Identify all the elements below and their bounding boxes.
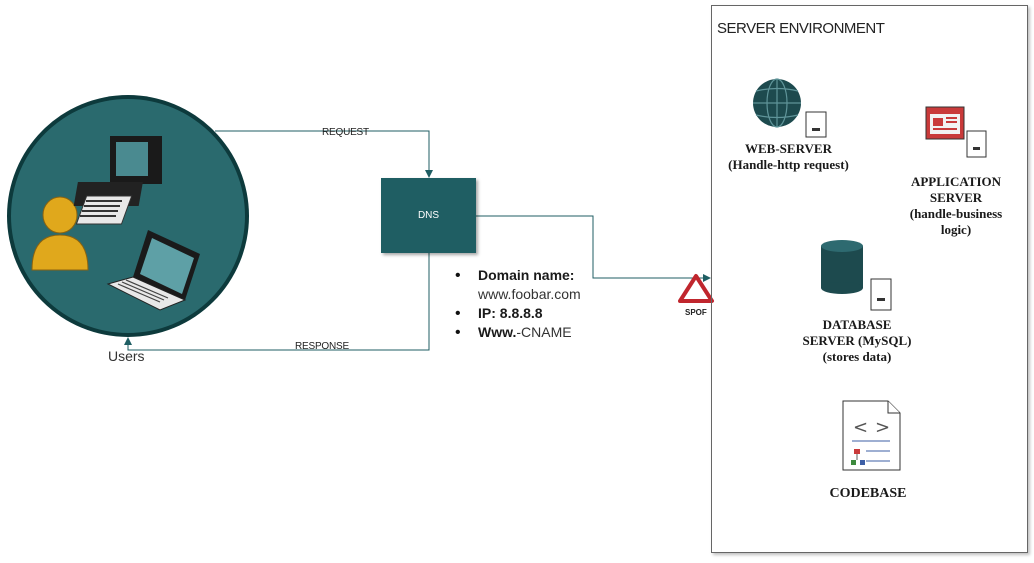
dns-box-label: DNS [417, 210, 440, 221]
app-server-line1: APPLICATION [910, 174, 1002, 189]
db-server-tower-icon [870, 278, 892, 311]
dns-info-list: Domain name: www.foobar.com IP: 8.8.8.8 … [455, 266, 581, 342]
db-server-line3: (stores data) [822, 349, 892, 364]
request-arrow [215, 130, 433, 178]
server-environment-box [711, 5, 1028, 553]
spof-label: SPOF [685, 308, 707, 317]
request-label: REQUEST [322, 127, 369, 138]
code-document-icon: < > [842, 400, 901, 471]
domain-name-value: www.foobar.com [478, 286, 581, 302]
web-server-tower-icon [805, 111, 827, 138]
globe-icon [753, 78, 801, 128]
user-person-icon [31, 196, 89, 271]
svg-text:<: < [853, 417, 868, 438]
users-label: Users [108, 348, 145, 364]
app-server-line3: (handle-business [909, 206, 1003, 221]
app-server-line2: SERVER [929, 190, 983, 205]
app-server-line4: logic) [940, 222, 972, 237]
response-arrow [124, 253, 430, 351]
app-server-tower-icon [966, 130, 987, 158]
svg-text:>: > [875, 417, 890, 438]
dns-to-server-arrow [476, 215, 711, 282]
web-server-name: WEB-SERVER [745, 141, 832, 156]
response-label: RESPONSE [295, 341, 349, 352]
web-server-label: WEB-SERVER (Handle-http request) [716, 141, 861, 173]
web-server-desc: (Handle-http request) [728, 157, 849, 172]
www-cname: -CNAME [516, 324, 572, 340]
dns-info-www: Www.-CNAME [455, 323, 581, 342]
dns-info-domain-value-row: www.foobar.com [455, 285, 581, 304]
ip-address: IP: 8.8.8.8 [478, 305, 543, 321]
warning-triangle-icon [678, 274, 714, 303]
database-cylinder-icon [821, 240, 863, 294]
codebase-label: CODEBASE [829, 486, 907, 501]
db-server-line1: DATABASE [822, 317, 892, 332]
app-window-icon [925, 106, 965, 140]
server-environment-title: SERVER ENVIRONMENT [717, 20, 885, 37]
laptop-icon [106, 230, 200, 311]
dns-info-domain-title: Domain name: [455, 266, 581, 285]
db-server-label: DATABASE SERVER (MySQL) (stores data) [793, 317, 921, 365]
dns-info-ip: IP: 8.8.8.8 [455, 304, 581, 323]
db-server-line2: SERVER (MySQL) [802, 333, 912, 348]
domain-name-title: Domain name: [478, 267, 575, 283]
www-label: Www. [478, 324, 517, 340]
app-server-label: APPLICATION SERVER (handle-business logi… [896, 174, 1016, 238]
desktop-computer-icon [73, 136, 162, 225]
dns-box: DNS [381, 178, 476, 253]
